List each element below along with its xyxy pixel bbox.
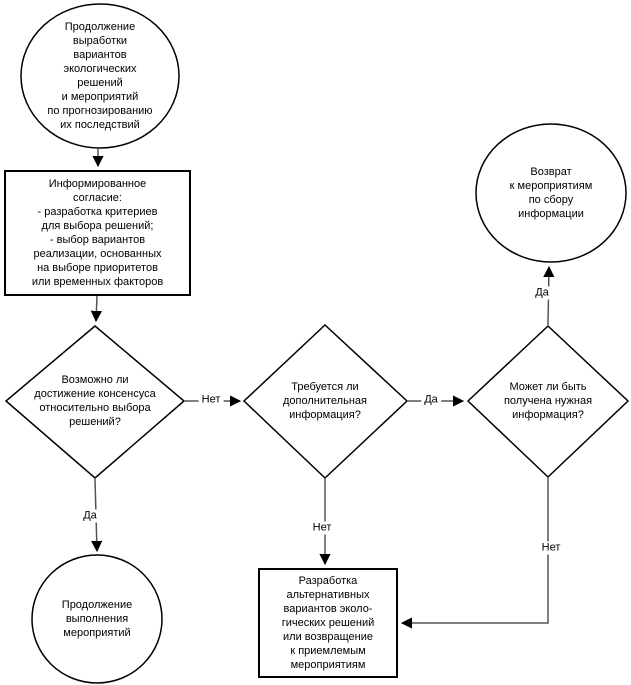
edge-obtainable-no-to-alternatives xyxy=(400,478,549,629)
info-obtainable-decision-diamond xyxy=(466,324,630,479)
start-circle xyxy=(20,3,180,149)
edge-consensus-yes-to-continue xyxy=(91,478,103,553)
edge-obtainable-yes-to-return xyxy=(543,265,555,326)
informed-consent-rect xyxy=(4,170,191,296)
edge-consent-to-consensus xyxy=(90,295,103,323)
consensus-decision-diamond xyxy=(4,325,186,479)
develop-alternatives-rect xyxy=(258,568,398,678)
more-info-decision-diamond xyxy=(242,323,409,480)
return-info-collection-circle xyxy=(475,123,627,263)
continue-execution-circle xyxy=(31,554,163,684)
